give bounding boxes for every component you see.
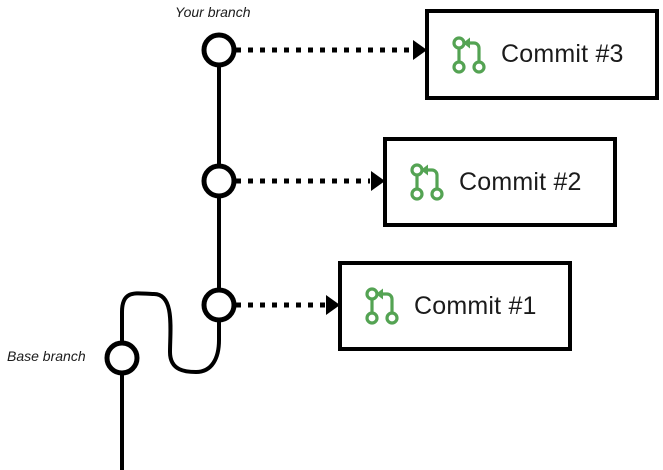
base-branch-node[interactable] [104, 340, 140, 376]
your-branch-label: Your branch [175, 4, 251, 20]
commit-node-3[interactable] [201, 32, 237, 68]
git-compare-arrowhead [463, 37, 470, 48]
arrow-to-commit-1-head [326, 295, 340, 315]
commit-node-2[interactable] [201, 163, 237, 199]
arrow-to-commit-2 [236, 171, 385, 191]
commit-box-3[interactable]: Commit #3 [425, 9, 659, 100]
git-compare-arrowhead [421, 164, 428, 176]
arrow-to-commit-3-head [413, 40, 427, 60]
commit-box-3-label: Commit #3 [501, 40, 624, 68]
git-compare-icon [410, 163, 444, 201]
base-branch-label: Base branch [7, 348, 86, 364]
arrow-to-commit-1 [236, 295, 340, 315]
commit-box-2[interactable]: Commit #2 [383, 137, 617, 227]
commit-box-1[interactable]: Commit #1 [338, 261, 572, 351]
git-compare-icon [452, 35, 486, 74]
commit-node-1[interactable] [201, 287, 237, 323]
commit-box-2-label: Commit #2 [459, 167, 582, 196]
arrow-to-commit-3 [236, 40, 427, 60]
arrow-to-commit-2-head [371, 171, 385, 191]
branch-merge-s-curve [120, 291, 221, 375]
commit-box-1-label: Commit #1 [414, 291, 537, 320]
git-compare-arrowhead [376, 288, 383, 300]
git-compare-icon [365, 287, 399, 325]
